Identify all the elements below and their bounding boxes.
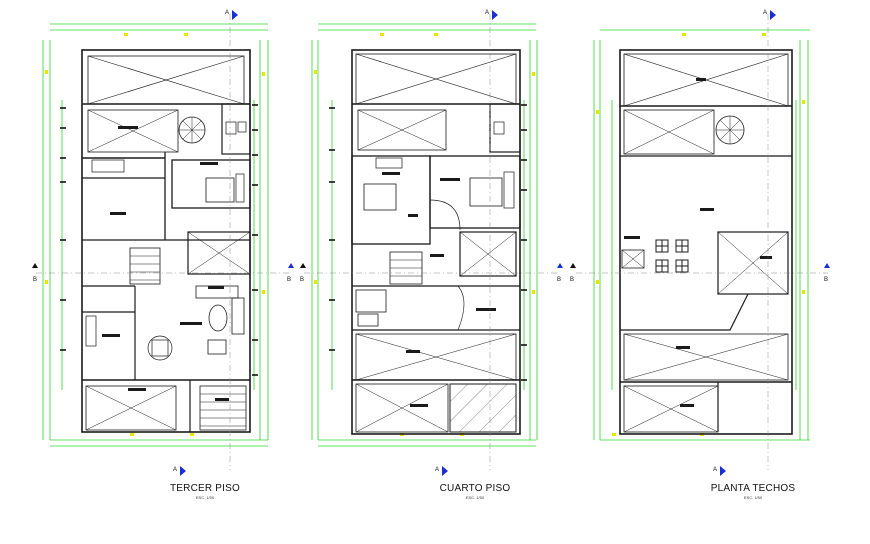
plan-tercer-piso [42, 23, 269, 447]
dimension-marks [596, 33, 805, 436]
section-label-b: B [570, 277, 575, 283]
plan-scale: ESC. 1/50 [743, 495, 763, 500]
plan-title: CUARTO PISO [439, 483, 511, 494]
section-arrow-markers [180, 10, 830, 476]
section-label-a: A [225, 10, 230, 16]
dimension-lines [311, 23, 538, 447]
dimension-ticks [329, 104, 527, 381]
section-label-b: B [557, 277, 562, 283]
section-label-a: A [435, 467, 440, 473]
dimension-lines [593, 29, 810, 441]
dimension-marks [314, 33, 535, 436]
plan-title: PLANTA TECHOS [710, 483, 796, 494]
walls [351, 49, 521, 435]
section-label-b: B [287, 277, 292, 283]
section-label-a: A [173, 467, 178, 473]
section-label-a: A [763, 10, 768, 16]
plan-scale: ESC. 1/50 [195, 495, 215, 500]
dimension-marks [45, 33, 265, 436]
plan-title: TERCER PISO [170, 483, 240, 494]
section-label-b: B [300, 277, 305, 283]
plan-scale: ESC. 1/50 [465, 495, 485, 500]
section-label-a: A [713, 467, 718, 473]
plan-cuarto-piso [311, 23, 538, 447]
plan-planta-techos [593, 29, 810, 441]
dimension-ticks [60, 104, 258, 376]
dimension-lines [42, 23, 269, 447]
section-cut-lines [36, 14, 828, 470]
walls [619, 49, 793, 435]
section-label-a: A [485, 10, 490, 16]
section-label-b: B [33, 277, 38, 283]
walls [81, 49, 251, 433]
section-arrow-markers-dark [32, 263, 576, 268]
section-label-b: B [824, 277, 829, 283]
